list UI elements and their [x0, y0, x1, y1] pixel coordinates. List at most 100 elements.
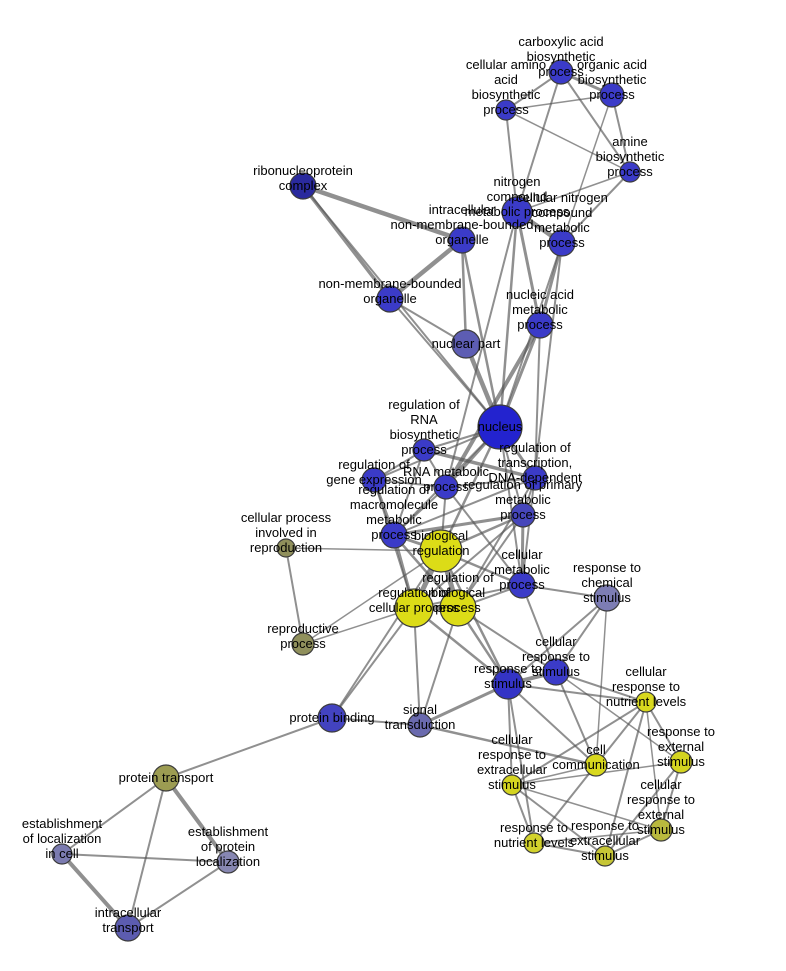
node-carboxylic-acid-biosynthesis[interactable] [548, 59, 574, 85]
edge-organic-acid-biosynthesis--amino-acid-biosynthesis [505, 94, 613, 111]
edge-nitrogen-compound-metabolism--rna-metabolism [445, 211, 518, 488]
node-response-chemical-stimulus[interactable] [593, 584, 621, 612]
edge-response-stimulus--signal-transduction [418, 682, 510, 727]
edge-response-stimulus--cellular-response-extracellular [507, 683, 513, 786]
edge-protein-transport--establishment-localization-in-cell [61, 777, 167, 855]
edge-amine-biosynthesis--cellular-nitrogen-metabolism [561, 171, 631, 244]
edge-biological-regulation--reproductive-process [302, 550, 442, 645]
node-biological-regulation[interactable] [419, 529, 463, 573]
node-cellular-response-extracellular[interactable] [501, 774, 523, 796]
node-protein-transport[interactable] [152, 764, 180, 792]
node-organic-acid-biosynthesis[interactable] [599, 82, 625, 108]
edge-cellular-response-external--response-nutrient-levels [533, 829, 662, 844]
edge-protein-transport--intracellular-transport [127, 777, 167, 929]
node-regulation-macromolecule-metabolism[interactable] [380, 521, 408, 549]
edge-amino-acid-biosynthesis--amine-biosynthesis [505, 109, 631, 173]
node-intracellular-nmb-organelle[interactable] [448, 226, 476, 254]
edge-response-chemical-stimulus--response-stimulus [507, 597, 608, 685]
edge-cellular-response-stimulus--regulation-biological-process [457, 607, 557, 673]
edge-rna-metabolism--cellular-metabolism [445, 486, 523, 586]
edge-nucleic-acid-metabolism--regulation-transcription [534, 324, 541, 479]
edge-nmb-organelle--nuclear-part [389, 298, 467, 345]
edge-establishment-protein-localization--intracellular-transport [127, 861, 229, 929]
node-amino-acid-biosynthesis[interactable] [495, 99, 517, 121]
node-ribonucleoprotein-complex[interactable] [289, 172, 317, 200]
edge-intracellular-nmb-organelle--nuclear-part [460, 238, 468, 346]
edge-biological-regulation--protein-binding [331, 550, 442, 719]
node-nuclear-part[interactable] [451, 329, 481, 359]
edge-carboxylic-acid-biosynthesis--nitrogen-compound-metabolism [516, 71, 562, 213]
node-regulation-primary-metabolism[interactable] [510, 502, 536, 528]
edge-response-chemical-stimulus--cellular-response-stimulus [555, 597, 608, 673]
edge-organic-acid-biosynthesis--cellular-nitrogen-metabolism [561, 94, 613, 244]
edge-establishment-localization-in-cell--intracellular-transport [60, 852, 130, 930]
node-signal-transduction[interactable] [407, 712, 433, 738]
edge-intracellular-nmb-organelle--nmb-organelle [387, 237, 465, 302]
edge-ribonucleoprotein-complex--intracellular-nmb-organelle [300, 183, 465, 243]
node-cellular-metabolism[interactable] [508, 571, 536, 599]
edge-response-stimulus--cell-communication [507, 683, 597, 766]
edge-regulation-cellular-process--response-stimulus [412, 606, 510, 686]
node-nucleus[interactable] [477, 404, 523, 450]
edge-regulation-primary-metabolism--regulation-biological-process [457, 514, 524, 609]
edge-cellular-response-extracellular--response-extracellular-stimulus [511, 784, 606, 857]
edge-amino-acid-biosynthesis--nitrogen-compound-metabolism [505, 109, 518, 213]
edge-cellular-metabolism--response-chemical-stimulus [521, 584, 608, 599]
edge-response-stimulus--cellular-response-nutrient-levels [507, 683, 647, 703]
edge-regulation-primary-metabolism--regulation-macromolecule-metabolism [392, 513, 525, 537]
edge-cellular-metabolism--cellular-response-stimulus [521, 584, 557, 673]
node-cellular-response-nutrient-levels[interactable] [635, 691, 657, 713]
edge-cellular-response-nutrient-levels--cellular-response-extracellular [511, 701, 647, 786]
node-reproductive-process[interactable] [291, 632, 315, 656]
node-nitrogen-compound-metabolism[interactable] [501, 196, 533, 228]
edge-cellular-response-extracellular--cellular-response-external [511, 784, 662, 831]
node-response-stimulus[interactable] [492, 668, 524, 700]
edge-regulation-rna-biosynthesis--regulation-macromolecule-metabolism [393, 449, 425, 536]
node-regulation-rna-biosynthesis[interactable] [412, 438, 436, 462]
node-cellular-response-external[interactable] [649, 818, 673, 842]
edge-cell-communication--cellular-response-extracellular [511, 764, 597, 786]
edge-regulation-transcription--regulation-macromolecule-metabolism [393, 477, 536, 536]
edge-response-stimulus--response-nutrient-levels [507, 683, 535, 844]
node-cell-communication[interactable] [584, 753, 608, 777]
node-nmb-organelle[interactable] [376, 285, 404, 313]
edge-regulation-transcription--rna-metabolism [445, 477, 536, 488]
node-rna-metabolism[interactable] [433, 474, 459, 500]
edge-signal-transduction--cell-communication [418, 723, 598, 767]
edge-regulation-biological-process--signal-transduction [419, 607, 459, 726]
node-amine-biosynthesis[interactable] [619, 161, 641, 183]
edge-cellular-response-nutrient-levels--response-extracellular-stimulus [604, 701, 647, 857]
edge-cellular-process-reproduction--reproductive-process [285, 547, 304, 645]
node-cellular-response-stimulus[interactable] [542, 658, 570, 686]
node-establishment-protein-localization[interactable] [216, 850, 240, 874]
edge-nucleus--biological-regulation [439, 425, 502, 553]
edge-amine-biosynthesis--nitrogen-compound-metabolism [516, 171, 631, 213]
node-response-nutrient-levels[interactable] [523, 832, 545, 854]
edge-carboxylic-acid-biosynthesis--amine-biosynthesis [560, 71, 631, 173]
edge-cellular-response-stimulus--cell-communication [555, 671, 597, 766]
edge-protein-binding--signal-transduction [331, 717, 421, 726]
edge-biological-regulation--cellular-process-reproduction [285, 547, 442, 552]
edge-response-external-stimulus--response-extracellular-stimulus [604, 761, 682, 857]
edge-intracellular-nmb-organelle--nucleus [460, 238, 502, 429]
node-regulation-transcription[interactable] [522, 465, 548, 491]
node-nucleic-acid-metabolism[interactable] [526, 311, 554, 339]
node-establishment-localization-in-cell[interactable] [51, 843, 73, 865]
node-cellular-process-reproduction[interactable] [276, 538, 296, 558]
node-regulation-gene-expression[interactable] [361, 467, 387, 493]
node-regulation-biological-process[interactable] [439, 589, 477, 627]
edge-nitrogen-compound-metabolism--nucleic-acid-metabolism [515, 210, 542, 327]
edge-regulation-cellular-process--protein-binding [331, 607, 415, 719]
node-response-extracellular-stimulus[interactable] [594, 845, 616, 867]
node-intracellular-transport[interactable] [114, 914, 142, 942]
node-regulation-cellular-process[interactable] [394, 588, 434, 628]
node-cellular-nitrogen-metabolism[interactable] [548, 229, 576, 257]
edge-establishment-localization-in-cell--establishment-protein-localization [61, 853, 229, 863]
node-response-external-stimulus[interactable] [669, 750, 693, 774]
node-protein-binding[interactable] [317, 703, 347, 733]
edge-biological-regulation--response-stimulus [439, 549, 510, 686]
edge-nmb-organelle--nucleus [389, 298, 501, 428]
edge-response-chemical-stimulus--cell-communication [595, 597, 608, 766]
